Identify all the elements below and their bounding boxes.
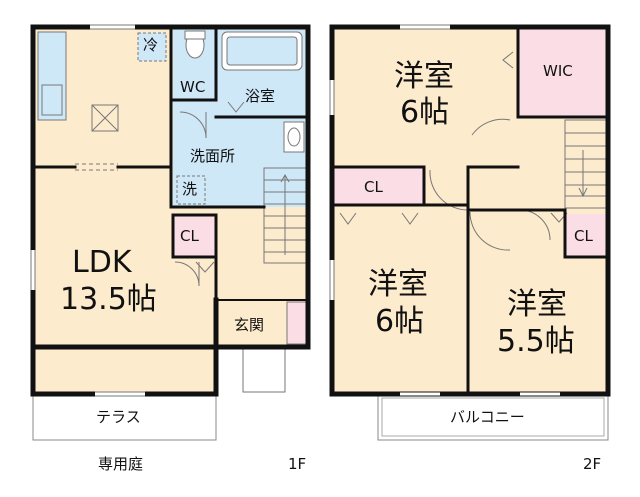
terrace-area	[32, 393, 217, 441]
closet-right-label: CL	[574, 227, 593, 245]
windows-1f	[31, 25, 145, 396]
balcony-area	[377, 393, 609, 441]
closet-right-area	[565, 214, 608, 257]
room-left-size: 6帖	[375, 304, 425, 339]
room-top-name: 洋室	[394, 59, 454, 94]
door-swings-2f	[339, 51, 568, 251]
room-right-size: 5.5帖	[497, 324, 575, 359]
ceiling-box	[91, 104, 119, 132]
fridge-spot	[137, 32, 167, 62]
shoe-storage	[286, 301, 307, 345]
walls-2f	[329, 24, 611, 397]
closet-left-area	[332, 167, 424, 205]
closet-area	[171, 213, 218, 259]
washroom-label: 洗面所	[190, 147, 236, 165]
washer-label: 洗	[182, 180, 198, 198]
floor1-label: 1F	[288, 455, 307, 473]
floor1-plan	[30, 24, 311, 441]
wic-label: WIC	[543, 62, 573, 80]
room-left-name: 洋室	[368, 267, 428, 302]
floor2-label: 2F	[583, 455, 602, 473]
wc-label: WC	[180, 78, 206, 96]
kitchen-counter	[37, 31, 67, 121]
stairs-1f	[263, 167, 307, 264]
fridge-label: 冷	[143, 36, 159, 54]
wash-basin	[283, 121, 305, 153]
wic-area	[518, 27, 608, 117]
entrance-label: 玄関	[234, 316, 265, 334]
windows-2f	[330, 25, 560, 396]
ldk-name: LDK	[72, 245, 132, 280]
room-top-size: 6帖	[400, 95, 450, 130]
bath-label: 浴室	[245, 87, 276, 105]
garden-label: 専用庭	[98, 455, 144, 473]
balcony-label: バルコニー	[450, 408, 525, 426]
ldk-size: 13.5帖	[60, 282, 157, 317]
closet-label: CL	[180, 227, 199, 245]
entrance-step	[242, 346, 286, 393]
terrace-label: テラス	[96, 408, 141, 426]
floor2-plan	[329, 24, 611, 441]
walls-1f	[30, 24, 311, 397]
closet-left-label: CL	[364, 178, 383, 196]
washer-spot	[176, 175, 206, 205]
room-right-name: 洋室	[507, 287, 567, 322]
